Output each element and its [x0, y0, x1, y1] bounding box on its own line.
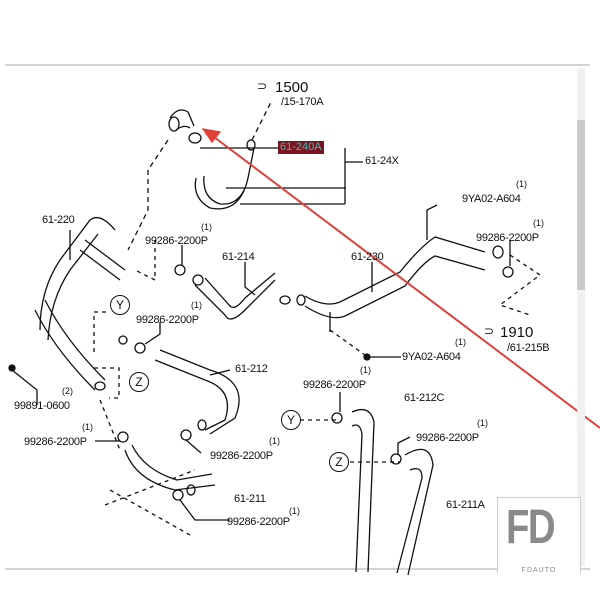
connector-icon: ⊃ — [257, 79, 268, 93]
callout-y: Y — [281, 410, 301, 430]
hose-61-240a — [168, 109, 256, 210]
hose-61-211a — [396, 448, 434, 576]
part-99286-2200p[interactable]: 99286-2200P — [24, 436, 87, 448]
dashed-leader — [104, 469, 196, 536]
bolt-9ya02-a604-top — [426, 204, 438, 240]
dashed-leader — [329, 329, 366, 356]
part-61-212c[interactable]: 61-212C — [404, 392, 445, 404]
qty: (1) — [455, 337, 466, 347]
dashed-leader — [498, 254, 542, 316]
qty: (1) — [191, 300, 202, 310]
part-99286-2200p[interactable]: 99286-2200P — [476, 232, 539, 244]
qty: (1) — [82, 422, 93, 432]
hose-clamps — [8, 264, 514, 501]
dashed-leader — [300, 419, 400, 463]
part-61-24x[interactable]: 61-24X — [365, 155, 399, 167]
hose-61-211 — [124, 444, 216, 496]
leader-61-212 — [209, 369, 231, 376]
part-61-230[interactable]: 61-230 — [351, 251, 384, 263]
qty: (1) — [289, 506, 300, 516]
callout-z: Z — [129, 372, 149, 392]
part-99286-2200p[interactable]: 99286-2200P — [145, 235, 208, 247]
part-61-214[interactable]: 61-214 — [222, 251, 255, 263]
part-9ya02-a604[interactable]: 9YA02-A604 — [402, 351, 461, 363]
leader-61-24x — [200, 147, 363, 205]
hose-61-212 — [154, 349, 240, 435]
part-99286-2200p[interactable]: 99286-2200P — [416, 432, 479, 444]
callout-y: Y — [110, 295, 130, 315]
qty: (2) — [62, 386, 73, 396]
qty: (1) — [533, 218, 544, 228]
part-61-211a[interactable]: 61-211A — [446, 499, 485, 511]
hose-61-212c — [351, 408, 375, 573]
part-99286-2200p[interactable]: 99286-2200P — [210, 450, 273, 462]
dashed-leader-1500 — [251, 99, 273, 141]
qty: (1) — [201, 222, 212, 232]
part-61-212[interactable]: 61-212 — [235, 363, 268, 375]
dashed-leader — [127, 139, 169, 251]
vertical-scrollbar[interactable] — [577, 68, 585, 566]
part-99286-2200p[interactable]: 99286-2200P — [227, 516, 290, 528]
qty: (1) — [477, 418, 488, 428]
dashed-leader — [93, 311, 121, 451]
hose-61-220 — [34, 216, 128, 391]
leader-61-214 — [244, 262, 256, 296]
part-99286-2200p[interactable]: 99286-2200P — [303, 379, 366, 391]
qty: (1) — [269, 436, 280, 446]
callout-z: Z — [329, 452, 349, 472]
fdauto-watermark-logo: FD FDAUTO — [497, 497, 581, 574]
ref-1910[interactable]: 1910 — [500, 324, 534, 341]
logo-mark: FD — [506, 501, 556, 554]
part-61-220[interactable]: 61-220 — [42, 214, 75, 226]
highlighted-part-61-240a[interactable]: 61-240A — [278, 141, 324, 154]
dashed-leader — [134, 240, 156, 282]
part-99286-2200p[interactable]: 99286-2200P — [136, 314, 199, 326]
logo-text: FDAUTO — [498, 567, 580, 574]
pipe-61-230 — [296, 236, 504, 332]
qty: (1) — [360, 365, 371, 375]
ref-1500-sub[interactable]: /15-170A — [281, 96, 324, 108]
qty: (1) — [516, 179, 527, 189]
part-61-211[interactable]: 61-211 — [234, 493, 266, 505]
ref-1500[interactable]: 1500 — [275, 79, 309, 96]
ref-1910-sub[interactable]: /61-215B — [507, 342, 550, 354]
connector-icon: ⊃ — [484, 324, 495, 338]
red-pointer-arrow — [201, 128, 600, 429]
hose-61-214 — [192, 272, 291, 320]
part-99891-0600[interactable]: 99891-0600 — [14, 400, 70, 412]
part-9ya02-a604[interactable]: 9YA02-A604 — [462, 193, 521, 205]
leader-lines — [11, 240, 511, 521]
scrollbar-thumb[interactable] — [577, 120, 585, 290]
